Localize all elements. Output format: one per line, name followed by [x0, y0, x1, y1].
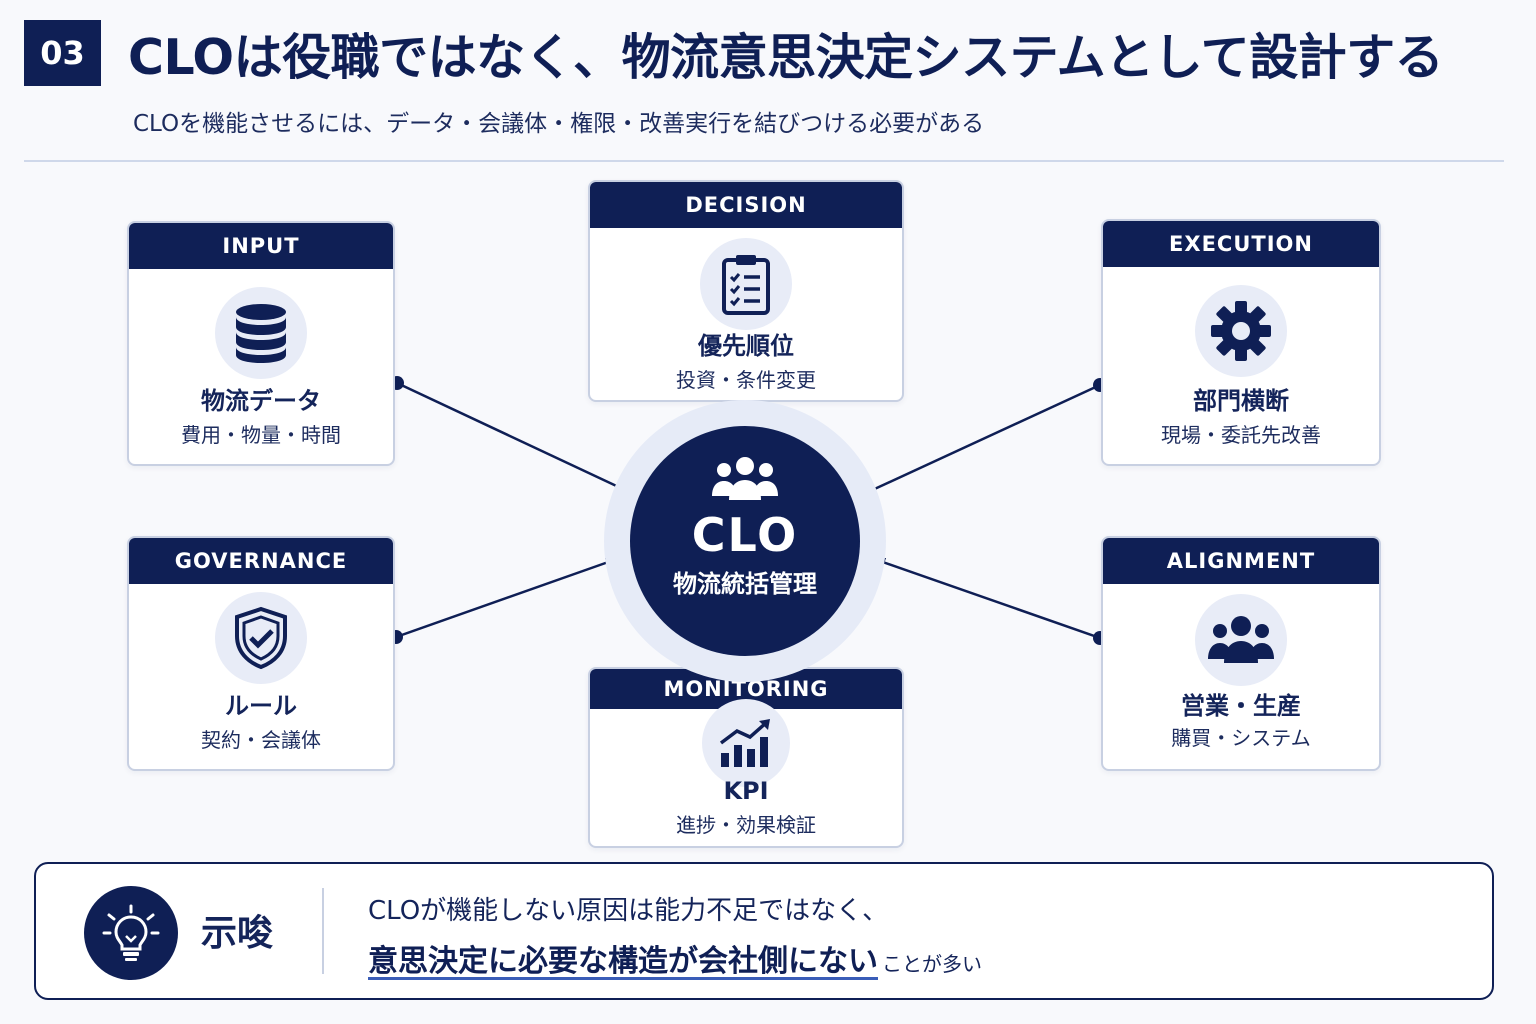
- insight-box: 示唆 CLOが機能しない原因は能力不足ではなく、 意思決定に必要な構造が会社側に…: [34, 862, 1494, 1000]
- people-icon: [710, 456, 780, 502]
- insight-emphasis: 意思決定に必要な構造が会社側にない: [368, 944, 878, 979]
- clipboard-checklist-icon: [700, 238, 792, 330]
- card-decision-main: 優先順位: [698, 332, 794, 360]
- card-governance-main: ルール: [225, 692, 297, 720]
- page-title: CLOは役職ではなく、物流意思決定システムとして設計する: [128, 28, 1444, 86]
- insight-label: 示唆: [201, 913, 274, 954]
- card-execution-main: 部門横断: [1193, 387, 1289, 415]
- bar-chart-trend-icon: [702, 699, 790, 787]
- card-decision: DECISION 優先順位 投資・条件変更: [588, 180, 904, 402]
- card-input-sub: 費用・物量・時間: [181, 423, 341, 447]
- clo-center-node: CLO 物流統括管理: [630, 426, 860, 656]
- shield-check-icon: [215, 592, 307, 684]
- card-governance-sub: 契約・会議体: [201, 728, 321, 752]
- card-decision-header: DECISION: [590, 182, 902, 228]
- card-alignment-header: ALIGNMENT: [1103, 538, 1379, 584]
- card-monitoring-sub: 進捗・効果検証: [676, 813, 816, 837]
- card-decision-sub: 投資・条件変更: [676, 368, 816, 392]
- insight-tail: ことが多い: [882, 952, 982, 976]
- clo-subtitle: 物流統括管理: [673, 570, 817, 598]
- card-governance: GOVERNANCE ルール 契約・会議体: [127, 536, 395, 771]
- insight-line2: 意思決定に必要な構造が会社側にないことが多い: [368, 936, 982, 980]
- arrow-alignment-to-clo: [875, 557, 1107, 645]
- insight-separator: [322, 888, 324, 974]
- insight-line1: CLOが機能しない原因は能力不足ではなく、: [368, 896, 889, 926]
- card-input-main: 物流データ: [201, 387, 321, 415]
- card-execution-sub: 現場・委託先改善: [1161, 423, 1321, 447]
- card-execution-header: EXECUTION: [1103, 221, 1379, 267]
- card-input-header: INPUT: [129, 223, 393, 269]
- card-alignment-sub: 購買・システム: [1171, 726, 1311, 750]
- database-icon: [215, 287, 307, 379]
- card-governance-header: GOVERNANCE: [129, 538, 393, 584]
- page-subtitle: CLOを機能させるには、データ・会議体・権限・改善実行を結びつける必要がある: [133, 111, 985, 137]
- arrow-governance-to-clo: [389, 557, 616, 644]
- card-alignment: ALIGNMENT 営業・生産 購買・システム: [1101, 536, 1381, 771]
- lightbulb-icon: [84, 886, 178, 980]
- card-input: INPUT 物流データ 費用・物量・時間: [127, 221, 395, 466]
- clo-title: CLO: [691, 508, 799, 562]
- card-execution: EXECUTION 部門横断 現場・委託先改善: [1101, 219, 1381, 466]
- section-number-badge: 03: [24, 20, 101, 86]
- card-alignment-main: 営業・生産: [1181, 692, 1301, 720]
- header-divider: [24, 160, 1504, 162]
- card-monitoring: MONITORING KPI 進捗・効果検証: [588, 667, 904, 848]
- gear-icon: [1195, 285, 1287, 377]
- card-monitoring-main: KPI: [723, 777, 769, 805]
- team-icon: [1195, 594, 1287, 686]
